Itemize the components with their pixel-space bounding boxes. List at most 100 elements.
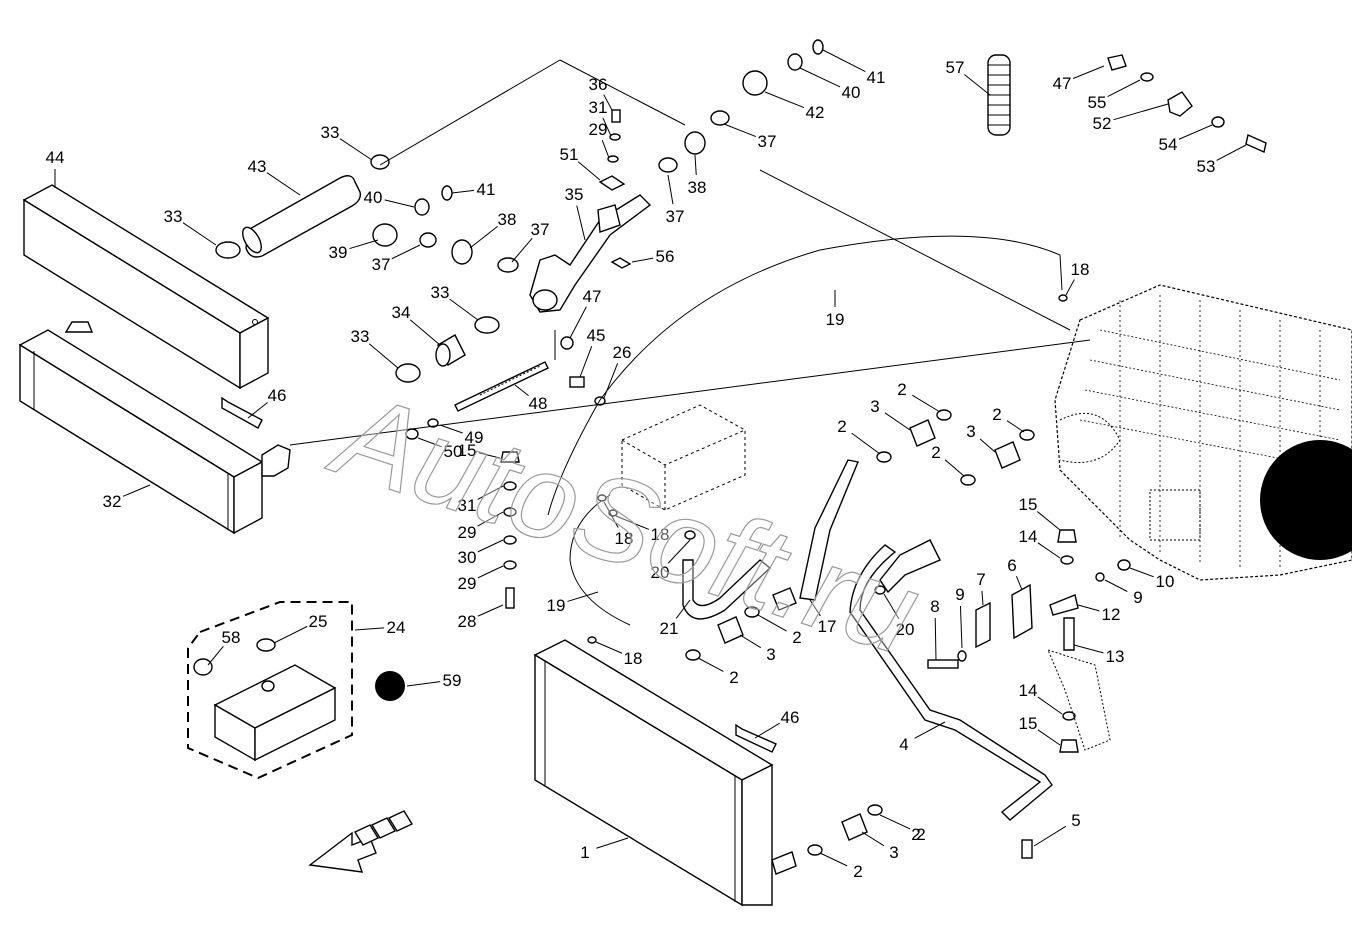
hose-43 [242,175,362,258]
leader-line-33 [182,222,217,246]
leader-line-58 [207,645,224,666]
callout-37: 37 [758,132,777,151]
leader-line-57 [964,74,991,96]
leader-line-33 [339,138,373,161]
callout-50: 50 [444,442,463,461]
callout-40: 40 [842,83,861,102]
leader-line-2 [912,394,941,413]
leader-line-2 [851,432,881,455]
leader-line-29 [601,140,610,159]
leader-line-37 [667,174,674,205]
sleeve-38-a [451,239,473,265]
leader-line-3 [739,634,762,649]
leader-line-56 [631,257,654,263]
leader-line-4 [914,721,946,739]
leader-line-24 [354,627,385,631]
clamps-2 [685,409,1035,856]
callout-24: 24 [387,618,406,637]
washer-29-top [607,155,619,163]
elbow-42 [742,70,768,96]
callout-19: 19 [826,310,845,329]
leader-line-2 [697,657,724,672]
ring-41-a [441,185,453,201]
leader-line-31 [602,117,612,137]
callout-14: 14 [1019,681,1038,700]
callout-35: 35 [565,185,584,204]
connector-lines [289,59,1091,446]
clamp-33-d [395,363,421,383]
leader-lines [54,49,1247,867]
direction-arrow-icon [308,810,414,873]
callout-2: 2 [916,825,925,844]
leader-line-30 [477,539,504,553]
clamp-37-a [497,257,519,273]
leader-line-20 [667,539,691,564]
callout-1: 1 [580,843,589,862]
callout-54: 54 [1159,135,1178,154]
callout-18: 18 [651,525,670,544]
callout-8: 8 [930,597,939,616]
intercooler-32 [18,321,291,535]
hose-21 [682,559,772,620]
leader-line-20 [883,593,900,619]
callout-25: 25 [309,612,328,631]
leader-line-47 [1072,65,1105,79]
leader-line-14 [1037,696,1063,715]
leader-line-2 [757,614,787,632]
pipe-4 [849,544,1053,821]
hardware-upper-right [1107,54,1267,153]
callout-15: 15 [1019,495,1038,514]
pipe-35 [529,194,652,313]
leader-line-2 [879,814,911,830]
leader-line-39 [349,239,379,250]
bracket-assembly [927,529,1131,753]
leader-line-50 [417,437,442,448]
leader-line-28 [477,604,504,617]
leader-line-1 [596,837,629,849]
leader-line-59 [406,681,441,687]
leader-line-43 [266,172,301,196]
watermark: AutoSoft.ru [316,365,934,680]
callout-19: 19 [547,596,566,615]
leader-line-40 [384,199,415,208]
bracket-46-left [221,396,263,429]
leader-line-45 [579,346,593,378]
engine-block [1054,284,1352,581]
fastener-stack [500,451,520,609]
rod-48 [454,361,549,412]
callout-37: 37 [372,255,391,274]
drain-valve-5 [1021,839,1033,859]
clamp-37-b [419,232,437,248]
clamp-33-b [215,241,241,259]
callout-36: 36 [589,75,608,94]
callout-2: 2 [897,380,906,399]
bolt-36 [611,109,621,123]
fitting-45 [569,376,585,388]
leader-line-2 [1006,420,1025,433]
callout-2: 2 [837,417,846,436]
leader-line-40 [799,67,841,88]
callout-45: 45 [587,326,606,345]
ring-40-a [414,198,430,216]
callout-29: 29 [458,523,477,542]
corrugated-hose-57 [987,54,1011,136]
leader-line-37 [511,237,533,263]
leader-line-35 [576,205,586,241]
bracket-46-right [735,723,777,753]
leader-line-2 [944,459,965,477]
leader-line-18 [603,501,619,528]
leader-line-36 [603,94,613,111]
callout-14: 14 [1019,527,1038,546]
leader-line-37 [391,244,421,260]
callout-15: 15 [1019,714,1038,733]
leader-line-37 [723,123,757,138]
callout-31: 31 [589,98,608,117]
callout-39: 39 [329,243,348,262]
callout-3: 3 [889,843,898,862]
intercooler-44 [22,184,270,390]
callout-38: 38 [498,210,517,229]
callout-53: 53 [1197,157,1216,176]
leader-line-6 [1015,575,1023,591]
leader-line-9 [1104,579,1128,592]
